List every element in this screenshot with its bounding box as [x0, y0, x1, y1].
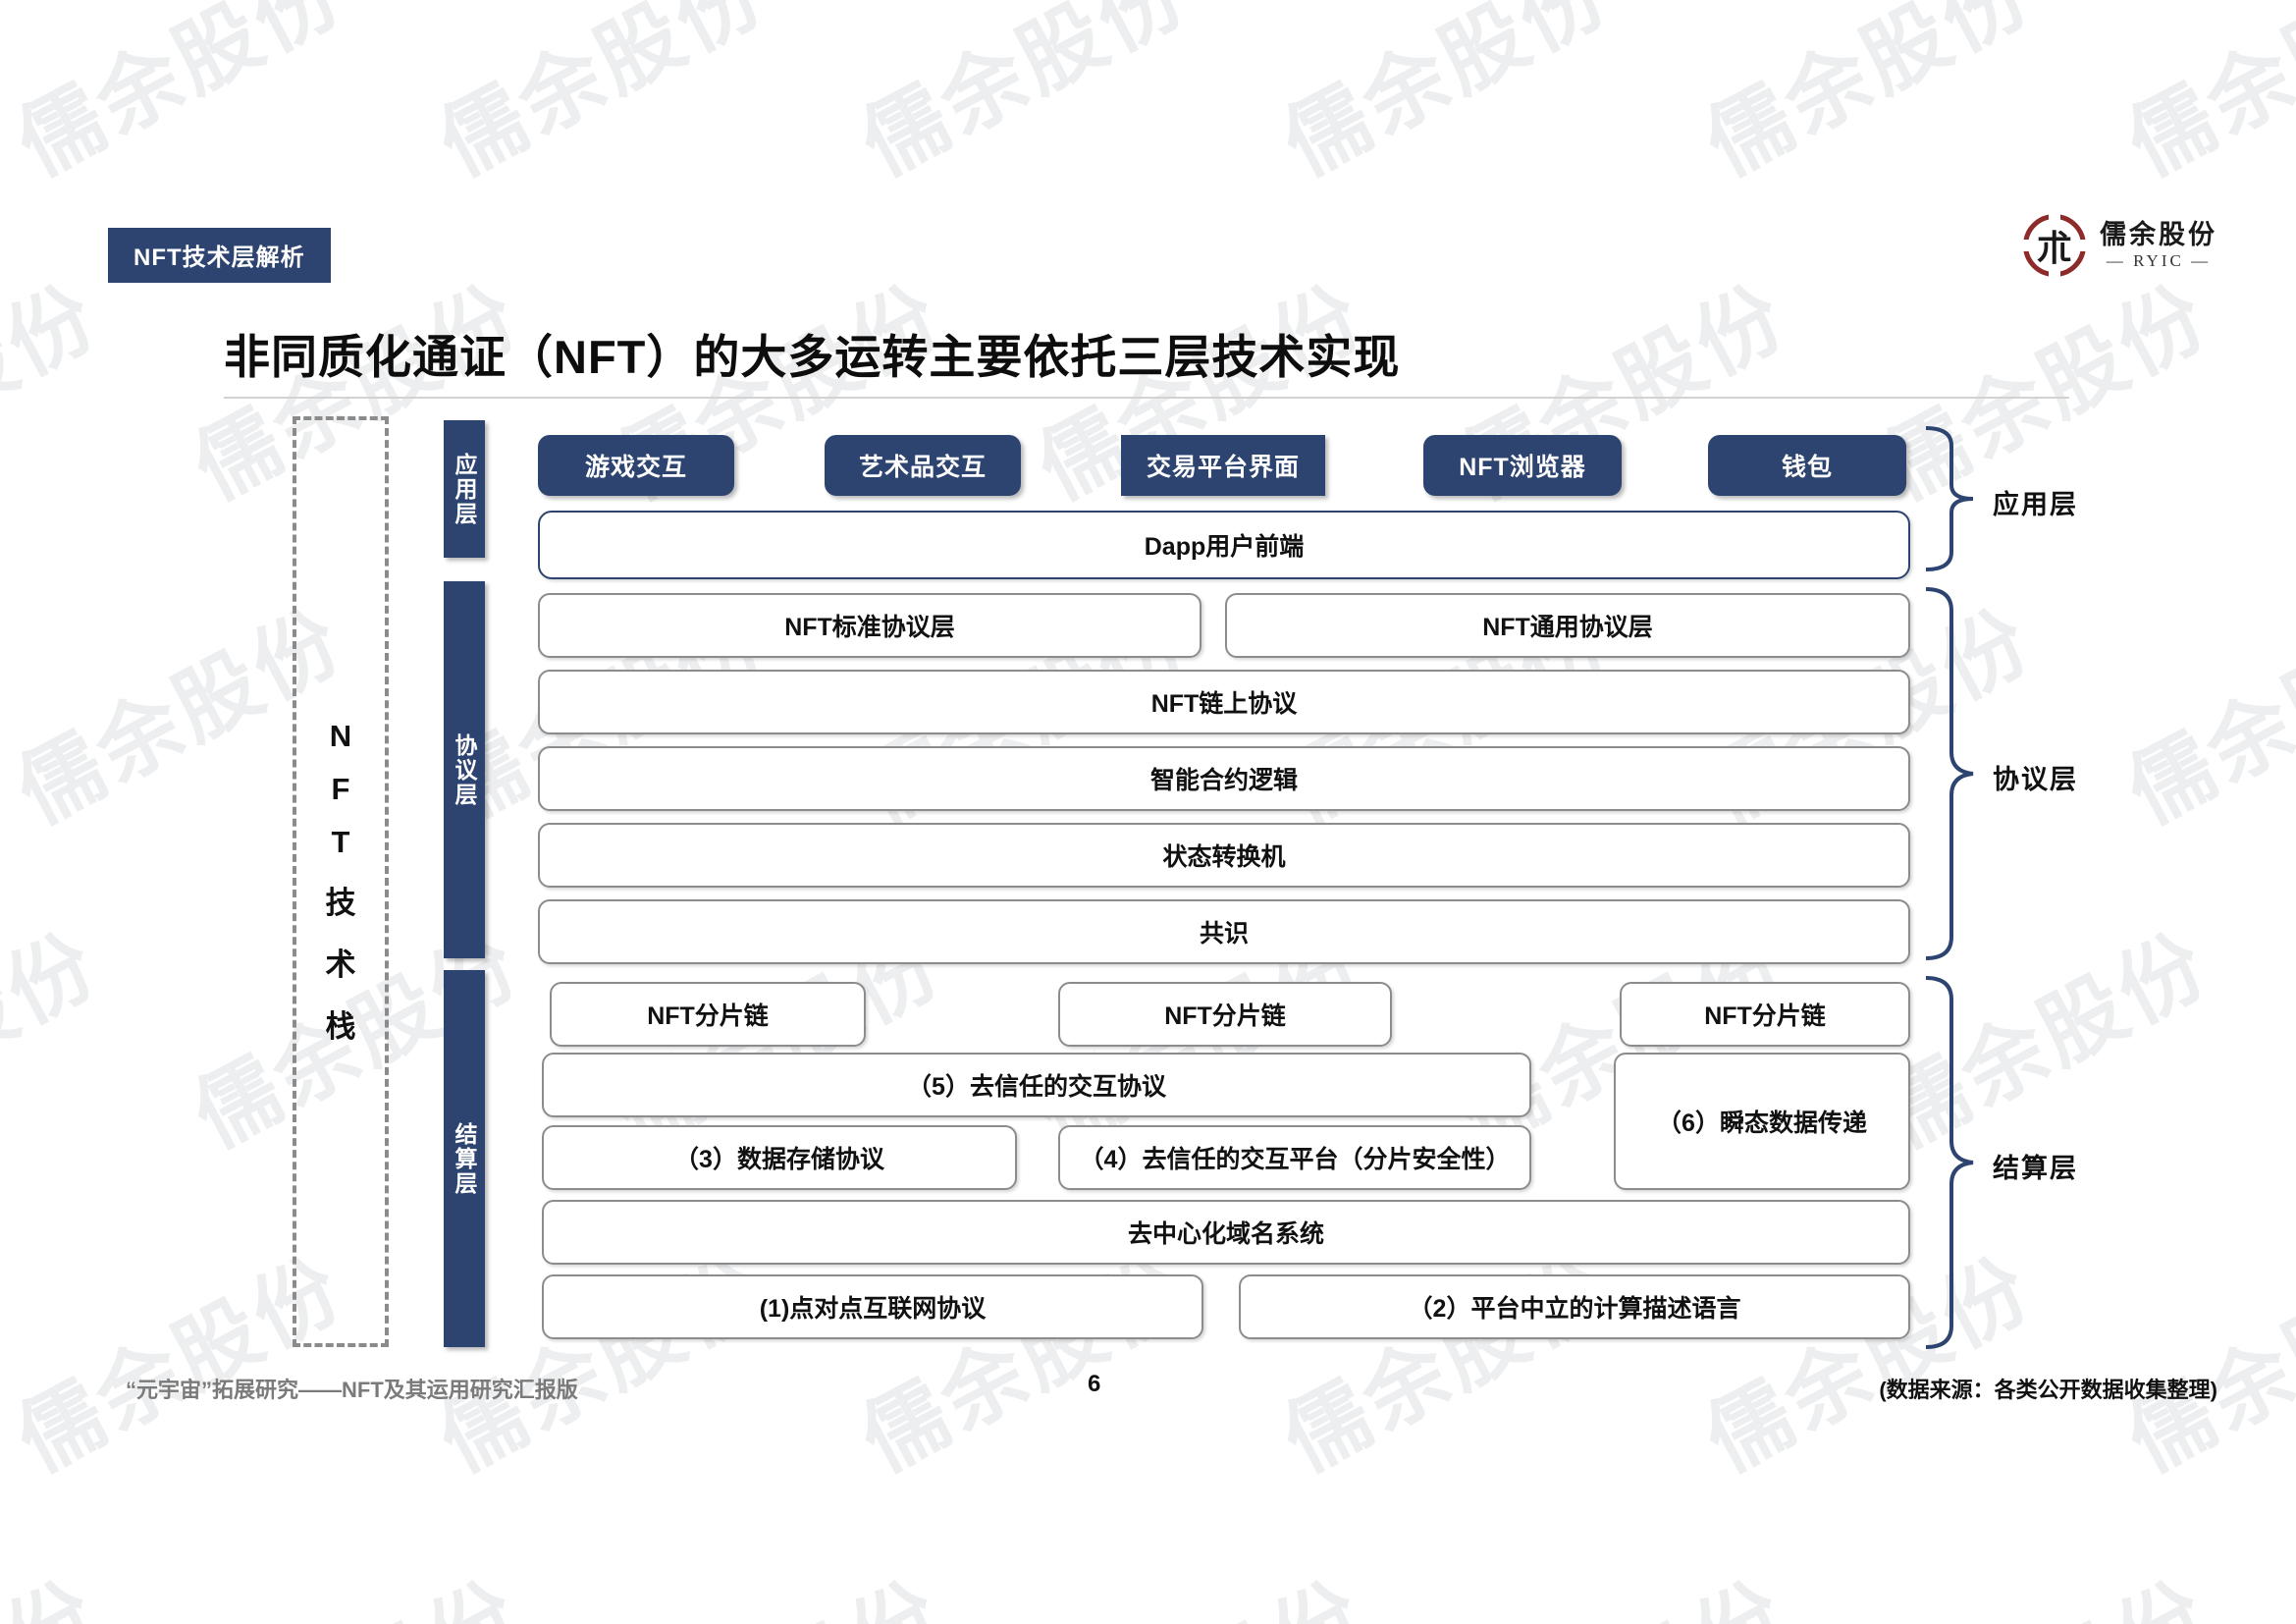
layer-bar-application: 应用层	[444, 420, 485, 558]
logo-text: 儒余股份 — RYIC —	[2100, 221, 2217, 269]
settlement-box-shard-3: NFT分片链	[1620, 982, 1910, 1047]
company-logo: 朮 儒余股份 — RYIC —	[2023, 214, 2217, 277]
protocol-box-standard: NFT标准协议层	[538, 593, 1201, 658]
footer-page-number: 6	[1088, 1371, 1101, 1397]
settlement-box-item-2: （2）平台中立的计算描述语言	[1239, 1274, 1910, 1339]
app-button-exchange-ui[interactable]: 交易平台界面	[1121, 435, 1325, 496]
brace-settlement	[1922, 974, 1981, 1351]
nft-stack-dashed-box: N F T 技 术 栈	[293, 416, 389, 1347]
protocol-box-general: NFT通用协议层	[1225, 593, 1910, 658]
protocol-box-smart-contract-logic: 智能合约逻辑	[538, 746, 1910, 811]
stack-char-0: N	[329, 718, 352, 753]
footer-data-source: (数据来源：各类公开数据收集整理)	[1879, 1378, 2217, 1402]
app-button-wallet[interactable]: 钱包	[1708, 435, 1906, 496]
stack-char-3: 技	[325, 885, 356, 920]
stack-char-4: 术	[325, 947, 356, 982]
stack-char-2: T	[331, 824, 350, 859]
settlement-box-shard-2: NFT分片链	[1058, 982, 1392, 1047]
protocol-box-onchain: NFT链上协议	[538, 670, 1910, 734]
title-divider	[224, 397, 2069, 399]
layer-bar-protocol-label: 协议层	[452, 732, 477, 807]
settlement-box-item-3: （3）数据存储协议	[542, 1125, 1017, 1190]
stack-char-1: F	[331, 771, 350, 806]
app-button-nft-browser[interactable]: NFT浏览器	[1423, 435, 1622, 496]
layer-bar-settlement: 结算层	[444, 970, 485, 1347]
layer-bar-application-label: 应用层	[452, 452, 477, 526]
brace-label-settlement: 结算层	[1993, 1154, 2078, 1183]
logo-emblem-icon: 朮	[2023, 214, 2086, 277]
footer-report-title: “元宇宙”拓展研究——NFT及其运用研究汇报版	[126, 1378, 578, 1402]
nft-stack-label: N F T 技 术 栈	[326, 719, 356, 1046]
header-badge: NFT技术层解析	[108, 228, 331, 283]
app-button-game[interactable]: 游戏交互	[538, 435, 734, 496]
logo-ring-icon	[2023, 214, 2086, 277]
settlement-box-item-1: (1)点对点互联网协议	[542, 1274, 1203, 1339]
app-button-art[interactable]: 艺术品交互	[825, 435, 1021, 496]
logo-glyph-icon: 朮	[2036, 229, 2072, 268]
brace-label-protocol: 协议层	[1993, 765, 2078, 794]
layer-bar-settlement-label: 结算层	[452, 1121, 477, 1196]
layer-bar-protocol: 协议层	[444, 581, 485, 958]
settlement-box-dns: 去中心化域名系统	[542, 1200, 1910, 1265]
settlement-box-item-6: （6）瞬态数据传递	[1614, 1053, 1910, 1190]
settlement-box-item-4: （4）去信任的交互平台（分片安全性）	[1058, 1125, 1531, 1190]
logo-name-cn: 儒余股份	[2100, 220, 2217, 250]
page-title: 非同质化通证（NFT）的大多运转主要依托三层技术实现	[224, 331, 1401, 383]
app-box-dapp-frontend: Dapp用户前端	[538, 511, 1910, 579]
settlement-box-shard-1: NFT分片链	[550, 982, 866, 1047]
protocol-box-state-machine: 状态转换机	[538, 823, 1910, 888]
settlement-box-item-5: （5）去信任的交互协议	[542, 1053, 1531, 1117]
stack-char-5: 栈	[325, 1008, 356, 1044]
brace-label-application: 应用层	[1993, 490, 2078, 519]
brace-application	[1922, 424, 1981, 573]
protocol-box-consensus: 共识	[538, 899, 1910, 964]
logo-name-en: — RYIC —	[2106, 250, 2212, 270]
brace-protocol	[1922, 585, 1981, 962]
